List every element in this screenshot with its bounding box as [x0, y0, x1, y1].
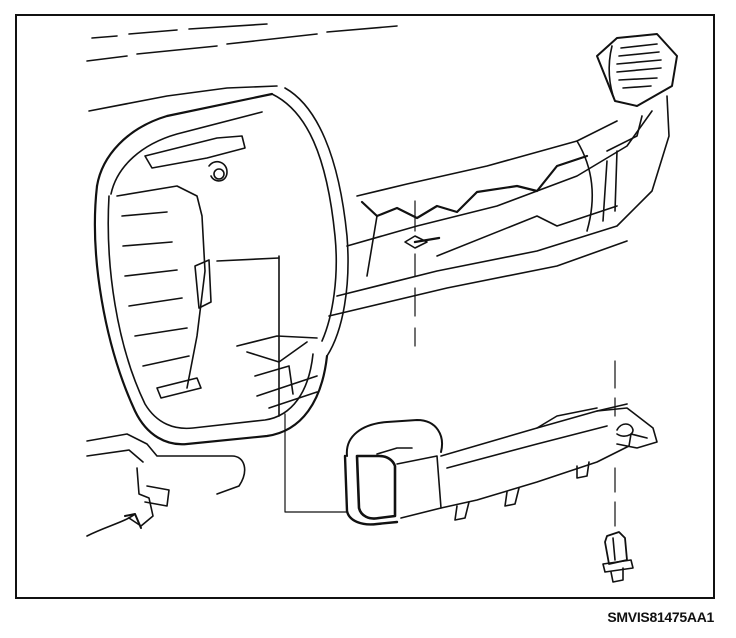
dashboard-panel — [87, 24, 677, 356]
diagram-frame — [15, 14, 715, 599]
air-duct — [345, 404, 657, 524]
push-pin-clip — [603, 532, 633, 582]
knee-bolster — [87, 434, 245, 536]
air-vent — [597, 34, 677, 106]
alignment-lines — [285, 201, 615, 526]
cluster-opening — [95, 94, 327, 444]
exploded-view-drawing — [17, 16, 713, 597]
figure-caption: SMVIS81475AA1 — [607, 609, 714, 625]
